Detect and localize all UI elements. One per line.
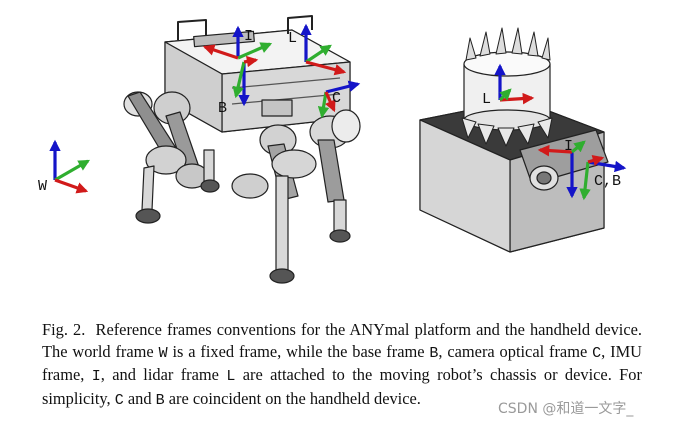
csdn-watermark: CSDN @和道一文字_: [498, 401, 634, 417]
frame-camera-base-handheld: [579, 154, 627, 201]
handheld-device-drawing: [419, 27, 609, 253]
frame-lidar-robot: [300, 23, 347, 76]
frame-base-robot: [232, 55, 259, 107]
label-lidar-frame: L: [288, 30, 297, 47]
caption-fig-label: Fig. 2.: [42, 320, 86, 339]
label-imu-handheld: I: [564, 138, 573, 155]
label-base-frame: B: [218, 100, 227, 117]
figure-caption: Fig. 2. Reference frames conventions for…: [42, 320, 642, 409]
frame-imu-handheld: [537, 140, 586, 199]
frame-world: [49, 139, 90, 194]
frame-lidar-handheld: [494, 63, 535, 105]
label-imu-frame: I: [244, 28, 253, 45]
reference-frames-figure: W I B L C L I: [38, 15, 627, 284]
label-lidar-handheld: L: [482, 91, 491, 108]
frame-camera-robot: [317, 80, 361, 119]
frame-imu-robot: [202, 25, 273, 60]
label-camera-frame: C: [332, 90, 341, 107]
label-world-frame: W: [38, 178, 47, 195]
label-camera-base-handheld: C,B: [594, 173, 621, 190]
